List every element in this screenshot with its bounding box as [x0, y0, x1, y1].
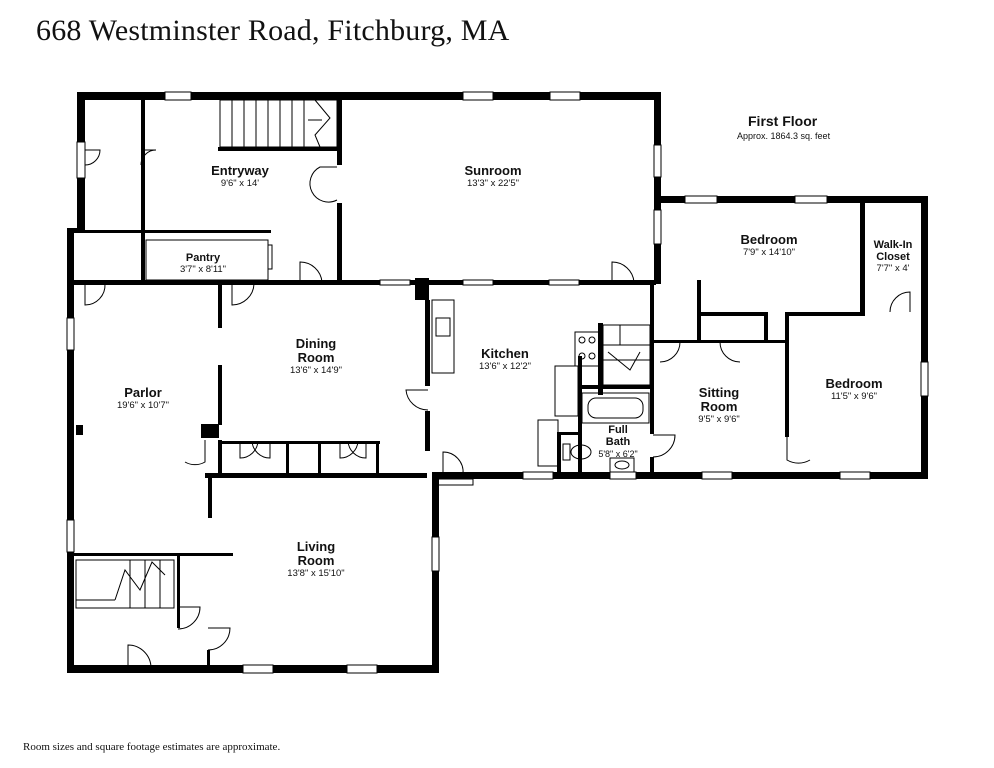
fixtures — [431, 299, 650, 473]
room-full-bath: Full Bath 5'8" x 6'2" — [588, 424, 648, 460]
stairs — [75, 99, 651, 609]
room-full-bath-name1: Full — [608, 424, 628, 436]
room-living-dim: 13'8" x 15'10" — [287, 568, 345, 579]
room-sitting-name2: Room — [700, 399, 738, 414]
room-full-bath-name2: Bath — [605, 436, 631, 448]
room-pantry-name: Pantry — [185, 252, 221, 264]
room-bedroom-1: Bedroom 7'9" x 14'10" — [719, 233, 819, 259]
room-parlor-name: Parlor — [124, 385, 162, 400]
room-walk-in-closet-dim: 7'7" x 4' — [876, 263, 910, 274]
room-bedroom-1-name: Bedroom — [740, 232, 798, 247]
room-dining-name1: Dining — [295, 336, 337, 351]
page-title: 668 Westminster Road, Fitchburg, MA — [36, 14, 510, 47]
room-sunroom: Sunroom 13'3" x 22'5" — [443, 164, 543, 190]
windows — [66, 91, 929, 674]
room-sunroom-dim: 13'3" x 22'5" — [466, 178, 520, 189]
room-bedroom-1-dim: 7'9" x 14'10" — [742, 247, 796, 258]
room-parlor: Parlor 19'6" x 10'7" — [93, 386, 193, 412]
room-kitchen-dim: 13'6" x 12'2" — [478, 361, 532, 372]
room-entryway-name: Entryway — [211, 163, 269, 178]
room-sitting: Sitting Room 9'5" x 9'6" — [669, 386, 769, 426]
floor-area: Approx. 1864.3 sq. feet — [737, 131, 831, 141]
room-bedroom-2-name: Bedroom — [825, 376, 883, 391]
doors — [84, 149, 911, 669]
room-bedroom-2: Bedroom 11'5" x 9'6" — [804, 377, 904, 403]
room-dining-name2: Room — [297, 350, 335, 365]
room-walk-in-closet-name2: Closet — [876, 251, 910, 263]
room-dining: Dining Room 13'6" x 14'9" — [266, 337, 366, 377]
room-living-name1: Living — [296, 539, 336, 554]
room-pantry-dim: 3'7" x 8'11" — [179, 264, 227, 275]
room-sunroom-name: Sunroom — [464, 163, 522, 178]
room-bedroom-2-dim: 11'5" x 9'6" — [830, 391, 878, 402]
room-walk-in-closet: Walk-In Closet 7'7" x 4' — [863, 239, 923, 275]
room-sitting-dim: 9'5" x 9'6" — [698, 414, 740, 425]
interior-walls — [73, 97, 865, 668]
floor-label: First Floor — [748, 113, 818, 129]
room-full-bath-dim: 5'8" x 6'2" — [598, 449, 638, 459]
disclaimer-note: Room sizes and square footage estimates … — [23, 741, 281, 753]
room-living: Living Room 13'8" x 15'10" — [266, 540, 366, 580]
room-kitchen-name: Kitchen — [481, 346, 529, 361]
room-sitting-name1: Sitting — [698, 385, 740, 400]
room-kitchen: Kitchen 13'6" x 12'2" — [455, 347, 555, 373]
room-living-name2: Room — [297, 553, 335, 568]
room-dining-dim: 13'6" x 14'9" — [289, 365, 343, 376]
room-parlor-dim: 19'6" x 10'7" — [116, 400, 170, 411]
room-entryway-dim: 9'6" x 14' — [220, 178, 260, 189]
room-entryway: Entryway 9'6" x 14' — [190, 164, 290, 190]
room-walk-in-closet-name1: Walk-In — [873, 239, 913, 251]
room-pantry: Pantry 3'7" x 8'11" — [163, 252, 243, 276]
